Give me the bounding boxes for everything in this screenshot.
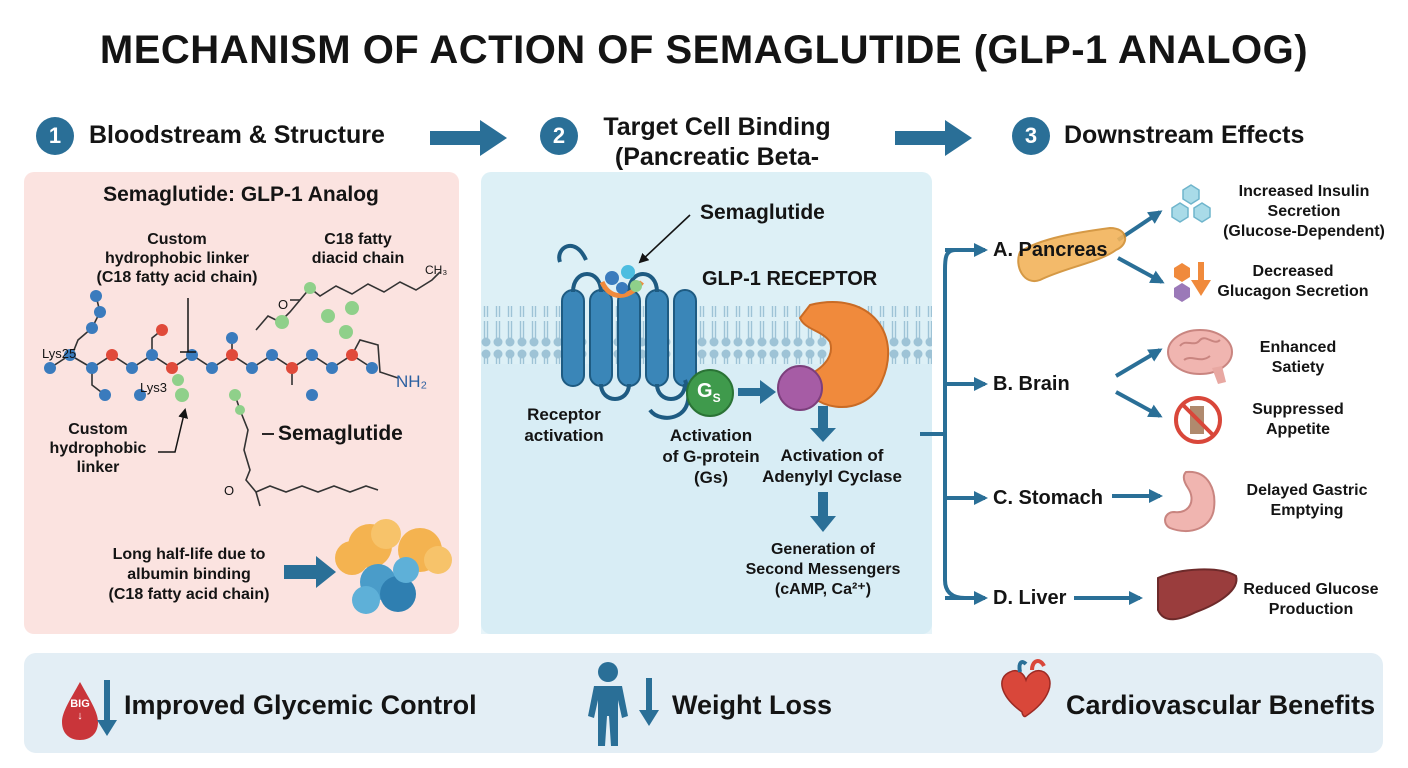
ac-down-arrow (810, 406, 836, 442)
gs-protein (686, 369, 734, 417)
liver-icon (1157, 568, 1238, 621)
pancreas-icon (1017, 226, 1126, 283)
step-2-number: 2 (540, 117, 578, 155)
structure-heading: Semaglutide: GLP-1 Analog (103, 183, 379, 206)
effect-appetite: Suppressed Appetite (1252, 401, 1344, 438)
effect-gastric: Delayed Gastric Emptying (1246, 482, 1368, 519)
half-life-label: Long half-life due to albumin binding (C… (108, 546, 270, 603)
organ-stomach: C. Stomach (993, 487, 1104, 509)
step-1-number: 1 (36, 117, 74, 155)
lys25-label: Lys25 (42, 346, 77, 361)
messengers-label: Generation of Second Messengers (cAMP, C… (745, 541, 901, 598)
heart-icon (1001, 659, 1051, 718)
stomach-icon (1164, 470, 1216, 533)
nh2-label: NH₂ (396, 372, 428, 391)
page-title: MECHANISM OF ACTION OF SEMAGLUTIDE (GLP-… (99, 28, 1309, 72)
organ-liver: D. Liver (993, 587, 1067, 609)
brain-icon (1167, 329, 1233, 384)
effect-satiety: Enhanced Satiety (1259, 339, 1337, 376)
diacid-label: C18 fatty diacid chain (311, 231, 405, 267)
step-1-label: Bloodstream & Structure (89, 121, 385, 149)
receptor-label: GLP-1 RECEPTOR (702, 268, 878, 290)
suppressed-appetite-icon (1174, 396, 1222, 444)
effect-insulin: Increased Insulin Secretion (Glucose-Dep… (1223, 183, 1385, 240)
carbonyl-o-bottom: O (224, 483, 235, 498)
peptide-atoms (44, 282, 378, 415)
adenylyl-subunit (777, 365, 823, 411)
linker-bottom-label: Custom hydrophobic linker (49, 421, 147, 476)
outcomes-panel (24, 653, 1383, 753)
gs-label: GS (697, 380, 721, 405)
outcome-glycemic: Improved Glycemic Control (124, 690, 477, 720)
semaglutide-label: Semaglutide (700, 201, 825, 224)
organ-brain: B. Brain (993, 373, 1070, 395)
linker-bottom-pointer (158, 408, 189, 453)
blood-drop-icon (62, 682, 98, 740)
glycemic-down-arrow (97, 680, 117, 736)
big-badge: BIG (70, 698, 90, 710)
weight-down-arrow (639, 678, 659, 726)
step-3-number: 3 (1012, 117, 1050, 155)
step-3-label: Downstream Effects (1064, 121, 1305, 149)
gs-to-ac-arrow (738, 380, 776, 404)
receptor-activation-label: Receptor activation (524, 405, 604, 445)
insulin-hexagon-icon (1171, 184, 1211, 223)
outcome-cardio: Cardiovascular Benefits (1066, 690, 1376, 720)
ch3-label: CH₃ (425, 263, 448, 277)
gprotein-label: Activation of G-protein (Gs) (662, 426, 760, 487)
semaglutide-ligand (599, 265, 644, 298)
flow-arrow-2-3 (895, 120, 972, 156)
semaglutide-structure-label: Semaglutide (278, 422, 403, 445)
glp1-receptor (557, 243, 697, 420)
outcome-weight: Weight Loss (672, 690, 833, 720)
effect-glucose: Reduced Glucose Production (1243, 581, 1379, 618)
lys3-label: Lys3 (140, 380, 167, 395)
big-badge-arrow: ↓ (77, 710, 83, 722)
flow-arrow-1-2 (430, 120, 507, 156)
body-silhouette-icon (588, 662, 628, 746)
organ-pancreas: A. Pancreas (993, 239, 1108, 261)
effect-glucagon: Decreased Glucagon Secretion (1217, 263, 1369, 300)
glucagon-decrease-icon (1174, 262, 1211, 302)
albumin-protein (335, 519, 452, 614)
semaglutide-pointer-2 (638, 214, 691, 264)
messenger-down-arrow (810, 492, 836, 532)
linker-top-label: Custom hydrophobic linker (C18 fatty aci… (96, 231, 258, 286)
step-2-label-line1: Target Cell Binding (603, 113, 831, 141)
half-life-arrow (284, 556, 336, 588)
carbonyl-o-top: O (278, 297, 289, 312)
adenylyl-label: Activation of Adenylyl Cyclase (762, 446, 902, 486)
